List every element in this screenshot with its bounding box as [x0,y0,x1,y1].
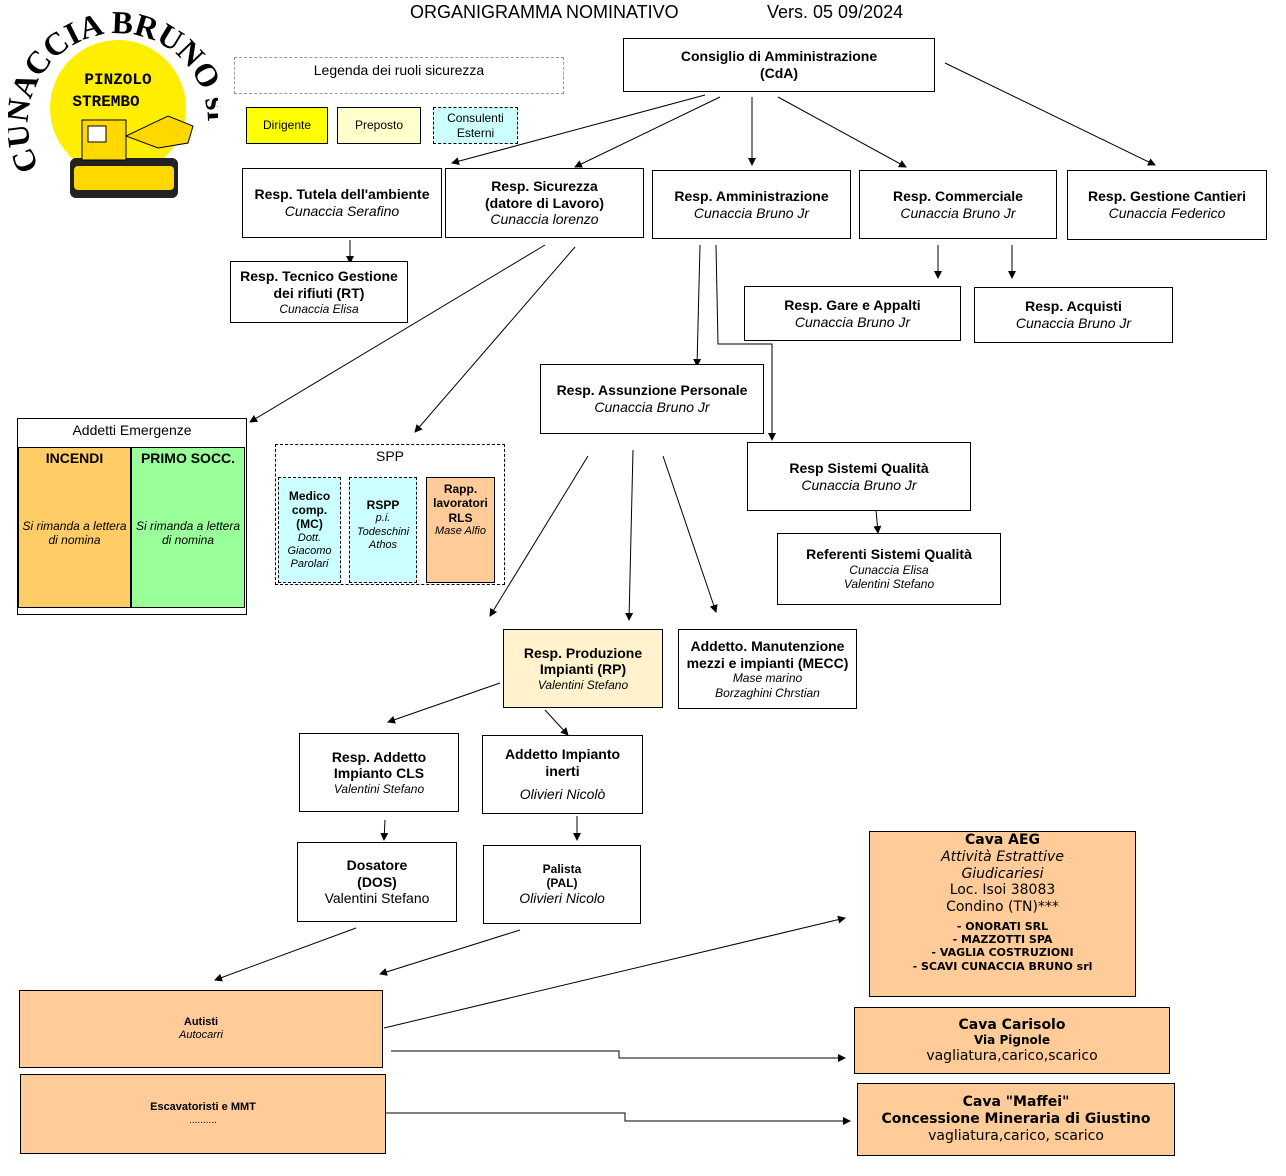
emergenze-title: Addetti Emergenze [72,422,192,438]
gare-name: Cunaccia Bruno Jr [794,313,911,330]
referenti-box: Referenti Sistemi Qualità Cunaccia Elisa… [777,533,1001,605]
rifiuti-box: Resp. Tecnico Gestione dei rifiuti (RT) … [230,261,408,323]
escavatoristi-title: Escavatoristi e MMT [150,1101,256,1114]
escavatoristi-name: .......... [189,1114,217,1126]
acquisti-name: Cunaccia Bruno Jr [1015,315,1132,331]
cls-box: Resp. Addetto Impianto CLS Valentini Ste… [299,733,459,812]
manutenzione-title: Addetto. Manutenzione mezzi e impianti (… [686,637,849,671]
aeg-title: Cava AEG [964,832,1041,848]
rls-name: Mase Alfio [435,525,486,538]
excavator-icon [70,115,194,198]
carisolo-sub: Via Pignole [973,1033,1050,1048]
cda-title: Consiglio di Amministrazione [680,48,878,65]
referenti-title: Referenti Sistemi Qualità [806,546,972,563]
maffei-desc: vagliatura,carico, scarico [928,1127,1104,1144]
maffei-title: Cava "Maffei" Concessione Mineraria di G… [881,1094,1151,1128]
cantieri-box: Resp. Gestione Cantieri Cunaccia Federic… [1067,170,1267,240]
palista-title: Palista (PAL) [542,861,582,891]
escavatoristi-box: Escavatoristi e MMT .......... [20,1074,386,1154]
acquisti-box: Resp. Acquisti Cunaccia Bruno Jr [974,287,1173,343]
legend-consulenti: Consulenti Esterni [433,107,518,144]
incendi-cell: INCENDI Si rimanda a lettera di nomina [18,447,131,608]
palista-name: Olivieri Nicolo [519,890,605,907]
cantieri-title: Resp. Gestione Cantieri [1088,188,1246,205]
cda-abbr: (CdA) [759,65,799,81]
primo-title: PRIMO SOCC. [140,450,236,466]
legend-title: Legenda dei ruoli sicurezza [234,57,564,94]
medico-name: Dott. Giacomo Parolari [287,531,332,571]
qualita-box: Resp Sistemi Qualità Cunaccia Bruno Jr [747,442,971,511]
sicurezza-box: Resp. Sicurezza (datore di Lavoro) Cunac… [445,168,644,238]
ambiente-box: Resp. Tutela dell'ambiente Cunaccia Sera… [242,168,442,238]
carisolo-desc: vagliatura,carico,scarico [926,1047,1098,1064]
palista-box: Palista (PAL) Olivieri Nicolo [483,845,641,924]
primo-note: Si rimanda a lettera di nomina [135,518,241,548]
assunzione-name: Cunaccia Bruno Jr [594,399,710,415]
aeg-sub: Attività Estrattive Giudicariesi [941,848,1064,882]
gare-box: Resp. Gare e Appalti Cunaccia Bruno Jr [744,286,961,341]
autisti-name: Autocarri [178,1029,224,1041]
amministrazione-title: Resp. Amministrazione [674,187,829,204]
rspp-box: RSPP p.i. Todeschini Athos [349,477,417,583]
qualita-title: Resp Sistemi Qualità [789,459,929,476]
rifiuti-name: Cunaccia Elisa [279,301,359,316]
primo-soccorso-cell: PRIMO SOCC. Si rimanda a lettera di nomi… [131,447,245,608]
cls-title: Resp. Addetto Impianto CLS [331,748,427,782]
cls-name: Valentini Stefano [333,782,425,797]
produzione-title: Resp. Produzione Impianti (RP) [523,644,643,678]
legend-dirigente: Dirigente [246,107,328,144]
gare-title: Resp. Gare e Appalti [784,296,921,313]
incendi-note: Si rimanda a lettera di nomina [22,518,127,548]
logo-line1: PINZOLO [84,71,152,89]
rls-box: Rapp. lavoratori RLS Mase Alfio [426,477,495,583]
carisolo-title: Cava Carisolo [958,1016,1066,1033]
dosatore-name: Valentini Stefano [324,890,430,907]
medico-box: Medico comp. (MC) Dott. Giacomo Parolari [278,477,341,583]
commerciale-name: Cunaccia Bruno Jr [900,204,1016,221]
spp-title: SPP [375,448,404,464]
assunzione-title: Resp. Assunzione Personale [556,382,748,399]
commerciale-title: Resp. Commerciale [893,187,1023,204]
cantieri-name: Cunaccia Federico [1108,205,1226,221]
incendi-title: INCENDI [45,450,104,466]
referenti-name: Cunaccia Elisa Valentini Stefano [843,563,935,592]
manutenzione-name: Mase marino Borzaghini Chrstian [715,671,820,700]
commerciale-box: Resp. Commerciale Cunaccia Bruno Jr [859,170,1057,239]
amministrazione-box: Resp. Amministrazione Cunaccia Bruno Jr [652,170,851,239]
autisti-title: Autisti [183,1015,219,1028]
legend-preposto: Preposto [337,107,421,144]
inerti-title: Addetto Impianto inerti [504,746,621,780]
amministrazione-name: Cunaccia Bruno Jr [693,204,810,221]
cda-box: Consiglio di Amministrazione (CdA) [623,38,935,92]
dosatore-title: Dosatore (DOS) [346,856,408,890]
rspp-title: RSPP [366,498,400,512]
inerti-name: Olivieri Nicolò [519,785,606,802]
rifiuti-title: Resp. Tecnico Gestione dei rifiuti (RT) [240,268,398,301]
inerti-box: Addetto Impianto inerti Olivieri Nicolò [482,735,643,814]
dosatore-box: Dosatore (DOS) Valentini Stefano [297,842,457,922]
company-logo: CUNACCIA BRUNO srl PINZOLO STREMBO [8,8,218,198]
assunzione-box: Resp. Assunzione Personale Cunaccia Brun… [540,364,764,434]
produzione-box: Resp. Produzione Impianti (RP) Valentini… [503,629,663,708]
logo-line2: STREMBO [72,93,140,111]
medico-title: Medico comp. (MC) [288,488,331,532]
acquisti-title: Resp. Acquisti [1025,298,1122,315]
produzione-name: Valentini Stefano [537,678,629,693]
manutenzione-box: Addetto. Manutenzione mezzi e impianti (… [678,629,857,709]
ambiente-title: Resp. Tutela dell'ambiente [254,186,430,203]
cava-aeg-box: Cava AEG Attività Estrattive Giudicaries… [869,831,1136,997]
cava-carisolo-box: Cava Carisolo Via Pignole vagliatura,car… [854,1007,1170,1074]
rspp-name: p.i. Todeschini Athos [356,512,410,551]
version-label: Vers. 05 09/2024 [767,2,904,22]
page-title: ORGANIGRAMMA NOMINATIVO [410,2,679,22]
aeg-address: Loc. Isoi 38083 Condino (TN)*** [946,882,1059,916]
autisti-box: Autisti Autocarri [19,990,383,1068]
qualita-name: Cunaccia Bruno Jr [801,476,917,493]
rls-title: Rapp. lavoratori RLS [433,482,488,525]
sicurezza-title: Resp. Sicurezza (datore di Lavoro) [484,177,604,211]
cava-maffei-box: Cava "Maffei" Concessione Mineraria di G… [857,1083,1175,1156]
ambiente-name: Cunaccia Serafino [284,203,400,219]
aeg-list: - ONORATI SRL - MAZZOTTI SPA - VAGLIA CO… [912,919,1093,973]
sicurezza-name: Cunaccia lorenzo [490,211,599,228]
